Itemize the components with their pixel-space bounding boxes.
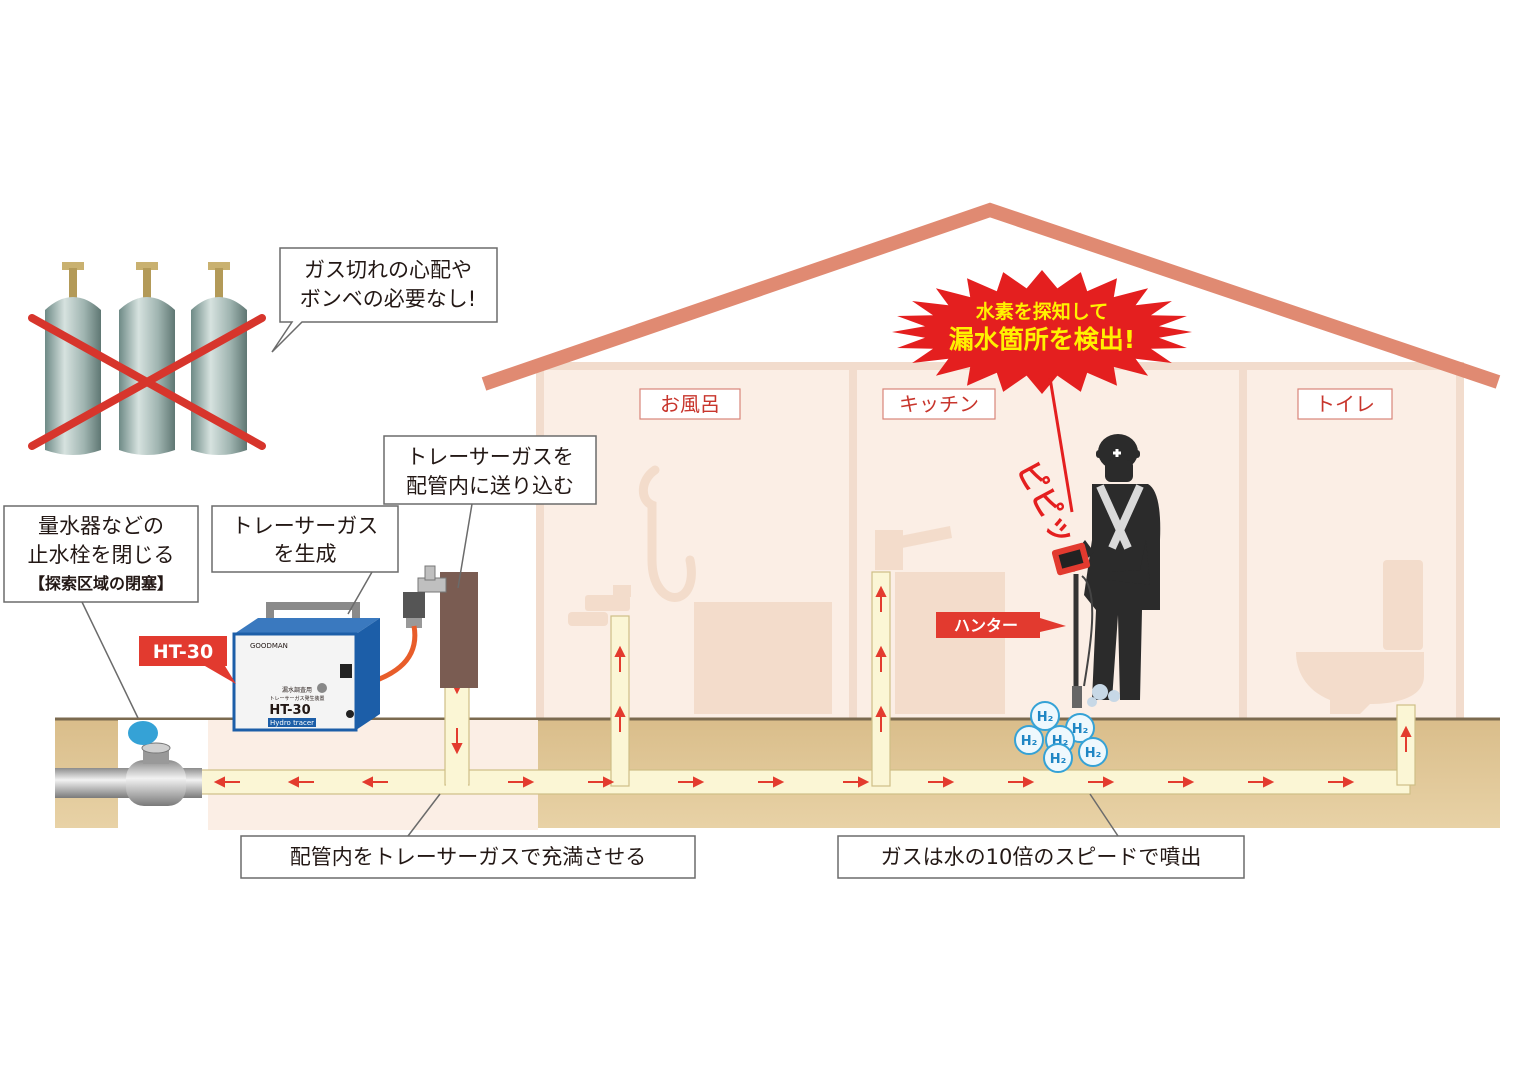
h2-label: H₂ [1021,734,1038,749]
callout-close-valve: 量水器などの 止水栓を閉じる 【探索区域の閉塞】 [3,505,199,719]
flow-arrow-head [523,776,535,788]
flow-arrow-head [614,645,626,657]
ht30-tag: HT-30 [139,636,236,684]
room-label-bath-text: お風呂 [660,392,720,416]
house-roof [481,202,1501,391]
flow-arrow-head [875,645,887,657]
pipe-joint [446,771,468,793]
flow-arrow-head [1400,725,1412,737]
main-water-pipe [55,742,202,806]
h2-label: H₂ [1085,746,1102,761]
bathtub-icon [694,602,832,714]
kitchen-faucet-icon [875,526,952,570]
flow-arrow-head [1343,776,1355,788]
flow-arrow-head [875,585,887,597]
room-label-bath: お風呂 [639,388,741,420]
h2-label: H₂ [1072,722,1089,737]
h2-bubble-icon [1078,737,1108,767]
callout-gas-speed-text: ガスは水の10倍のスピードで噴出 [881,845,1202,869]
water-meter-cap-icon [128,721,158,745]
h2-label: H₂ [1050,752,1067,767]
burst-line1: 水素を探知して [976,300,1108,323]
h2-bubble-icon [1043,743,1073,773]
device-caption-1: 漏水調査用 [282,686,312,694]
callout-close-valve-line1: 量水器などの [38,514,164,538]
h2-bubble-icon [1014,725,1044,755]
ht30-device: GOODMAN 漏水調査用 トレーサーガス発生装置 HT-30 Hydro tr… [232,602,380,732]
callout-no-cylinders-line2: ボンベの必要なし! [300,287,476,311]
flow-arrow-head [1263,776,1275,788]
device-brand-label: GOODMAN [250,642,288,650]
detection-burst: 水素を探知して 漏水箇所を検出! [892,270,1192,513]
device-series-label: Hydro tracer [270,719,314,727]
flow-arrow-head [858,776,870,788]
hunter-tag-text: ハンター [954,616,1018,635]
hunter-detector-icon [1051,542,1094,708]
flow-arrow-head [451,743,463,755]
faucet-icon [403,565,447,628]
h2-label: H₂ [1037,710,1054,725]
gas-cylinder-icon [119,262,175,455]
flow-arrow-head [213,776,225,788]
device-handle [266,602,360,620]
callout-fill-pipe: 配管内をトレーサーガスで充満させる [240,793,696,879]
callout-send-gas: トレーサーガスを 配管内に送り込む [383,435,597,589]
spray-splash [1087,684,1120,707]
toilet-icon [1296,560,1424,714]
h2-bubble-icon [1030,701,1060,731]
room-label-kitchen: キッチン [882,388,996,420]
callout-close-valve-line3: 【探索区域の閉塞】 [29,574,173,593]
callout-send-gas-line2: 配管内に送り込む [406,474,574,498]
safety-vest [1096,484,1144,550]
shower-icon [638,465,696,602]
hunter-tag: ハンター [936,612,1066,638]
flow-arrow-head [773,776,785,788]
gas-flow-arrows [213,585,1412,788]
callout-gas-speed: ガスは水の10倍のスピードで噴出 [837,793,1245,879]
flow-arrow-head [603,776,615,788]
sink-counter-icon [895,572,1005,714]
flow-arrow-head [614,705,626,717]
callout-close-valve-line2: 止水栓を閉じる [28,543,175,567]
burst-line2: 漏水箇所を検出! [949,325,1135,354]
house-frame [536,362,1464,720]
ht30-tag-text: HT-30 [153,641,213,663]
flow-arrow-head [875,705,887,717]
flow-arrow-head [943,776,955,788]
flow-arrow-head [693,776,705,788]
cross-out-icon [28,314,266,450]
room-label-kitchen-text: キッチン [899,392,979,416]
callout-no-cylinders: ガス切れの心配や ボンベの必要なし! [271,247,498,353]
callout-generate-gas-line2: を生成 [274,542,337,566]
flow-arrow-head [1103,776,1115,788]
flow-arrow-head [1023,776,1035,788]
flow-arrow-head [1183,776,1195,788]
device-caption-2: トレーサーガス発生装置 [270,695,325,702]
callout-fill-pipe-text: 配管内をトレーサーガスで充満させる [290,845,647,869]
flow-arrow-head [287,776,299,788]
helmet-cross-icon [1113,449,1121,457]
gas-cylinders [28,262,266,455]
callout-generate-gas-line1: トレーサーガス [232,514,379,538]
callout-send-gas-line1: トレーサーガスを [406,445,574,469]
device-model-label: HT-30 [269,703,310,718]
flow-arrow-head [361,776,373,788]
callout-no-cylinders-line1: ガス切れの心配や [304,258,472,282]
room-label-toilet: トイレ [1297,388,1393,420]
callout-generate-gas: トレーサーガス を生成 [211,505,399,615]
bath-faucet-icon [568,585,631,626]
room-label-toilet-text: トイレ [1315,392,1375,416]
